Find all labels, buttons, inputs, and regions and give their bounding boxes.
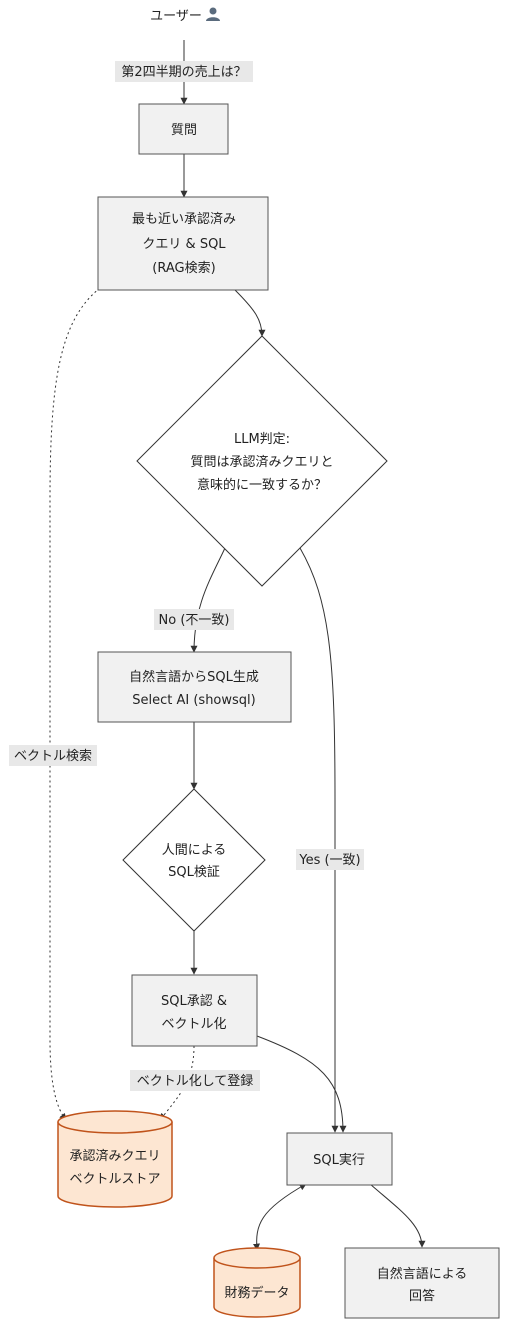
edge-label-yes-text: Yes (一致) [298,853,360,868]
node-llm-line-3: 意味的に一致するか？ [197,477,327,493]
user-node: ユーザー [150,7,220,24]
node-human-line-1: 人間による [162,843,227,858]
node-human-verify: 人間による SQL検証 [122,788,266,932]
node-approve-line-2: ベクトル化 [161,1017,226,1032]
node-finance-line-1: 財務データ [224,1285,289,1301]
node-store-line-1: 承認済みクエリ [69,1148,160,1164]
node-llm-line-1: LLM判定: [234,432,290,447]
node-vector-store: 承認済みクエリ ベクトルストア [57,1110,173,1208]
node-exec-line-1: SQL実行 [313,1152,365,1168]
node-answer-line-1: 自然言語による [377,1266,468,1282]
node-human-line-2: SQL検証 [168,865,220,880]
user-label: ユーザー [150,9,202,24]
node-sql-exec: SQL実行 [286,1132,393,1186]
node-approve-line-1: SQL承認 & [161,993,227,1009]
edge-label-vectorize-register-text: ベクトル化して登録 [137,1074,254,1089]
edge-llm-yes-to-exec [299,547,339,1133]
node-answer-line-2: 回答 [409,1288,435,1304]
edge-label-vector-search-text: ベクトル検索 [14,749,92,764]
node-sql-approve: SQL承認 & ベクトル化 [131,974,258,1047]
edge-exec-to-answer [369,1183,426,1248]
node-gen-line-1: 自然言語からSQL生成 [129,669,259,685]
node-store-line-2: ベクトルストア [69,1172,160,1187]
node-llm-line-2: 質問は承認済みクエリと [190,454,333,470]
node-question-line-1: 質問 [171,123,197,138]
edge-label-vectorize-register: ベクトル化して登録 [130,1070,260,1091]
node-rag-line-1: 最も近い承認済み [132,211,236,227]
edge-label-user-question: 第2四半期の売上は？ [115,61,253,82]
edges [49,40,426,1251]
node-rag: 最も近い承認済み クエリ & SQL (RAG検索) [97,196,269,291]
node-answer: 自然言語による 回答 [344,1247,500,1319]
edge-rag-to-store [49,287,101,1121]
edge-label-vector-search: ベクトル検索 [9,745,97,766]
node-rag-line-3: (RAG検索) [152,261,215,276]
node-gen-line-2: Select AI (showsql) [132,693,255,708]
edge-exec-to-finance [253,1183,307,1251]
edge-rag-to-llm [234,289,266,337]
edge-label-yes: Yes (一致) [296,849,364,870]
node-rag-line-2: クエリ & SQL [142,237,226,252]
edge-llm-no-to-gen [190,547,226,653]
node-llm-decision: LLM判定: 質問は承認済みクエリと 意味的に一致するか？ [136,335,388,587]
edge-approve-to-exec [256,1035,347,1133]
edge-label-user-question-text: 第2四半期の売上は？ [121,64,246,80]
node-sql-generation: 自然言語からSQL生成 Select AI (showsql) [97,651,292,723]
node-question: 質問 [138,103,229,155]
edge-label-no: No (不一致) [154,609,234,630]
node-finance-data: 財務データ [213,1247,301,1318]
edge-label-no-text: No (不一致) [159,613,230,628]
user-icon [206,7,220,21]
